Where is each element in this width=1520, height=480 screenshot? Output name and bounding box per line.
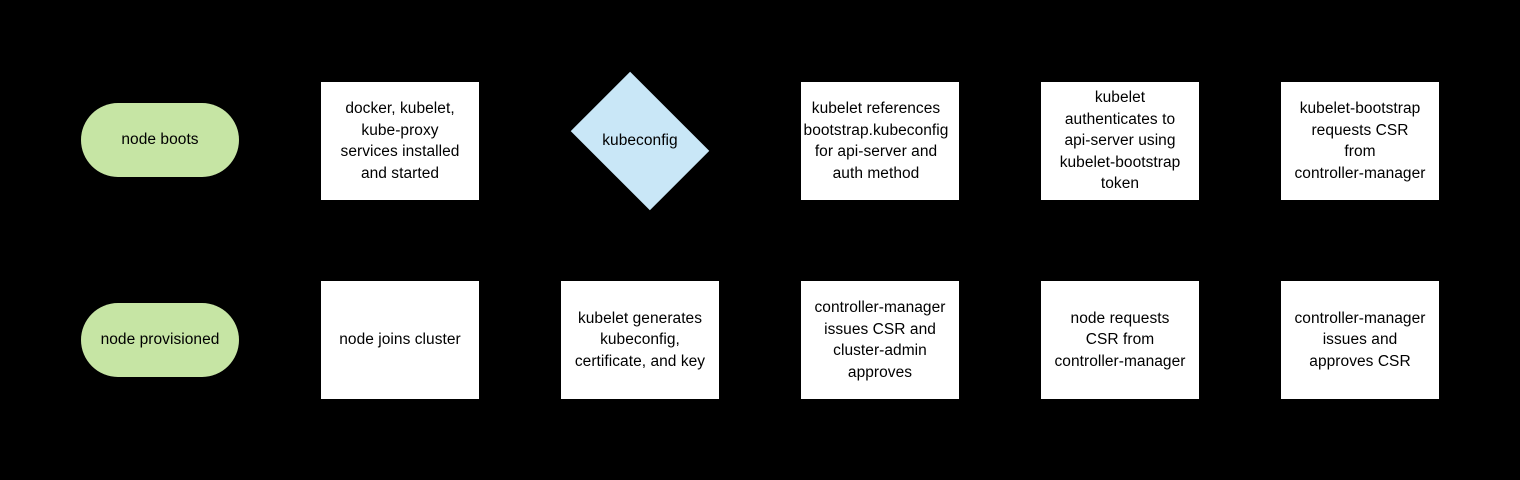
flow-node-cm-issues-csr[interactable]: controller-manager issues CSR and cluste… xyxy=(801,281,959,399)
flow-node-node-joins-cluster[interactable]: node joins cluster xyxy=(321,281,479,399)
flow-node-services-installed[interactable]: docker, kubelet, kube-proxy services ins… xyxy=(321,82,479,200)
flow-node-label: kubelet generates kubeconfig, certificat… xyxy=(574,309,706,370)
flow-node-label: controller-manager issues CSR and cluste… xyxy=(814,299,946,381)
flow-node-label: kubelet authenticates to api-server usin… xyxy=(1059,89,1181,193)
flow-node-label: kubelet-bootstrap requests CSR from cont… xyxy=(1294,100,1426,182)
flow-node-label: docker, kubelet, kube-proxy services ins… xyxy=(340,100,460,182)
flow-node-bootstrap-requests-csr[interactable]: kubelet-bootstrap requests CSR from cont… xyxy=(1281,82,1439,200)
flow-node-kubeconfig[interactable]: kubeconfig xyxy=(561,71,719,210)
flow-node-node-provisioned[interactable]: node provisioned xyxy=(81,303,239,377)
flow-node-node-boots[interactable]: node boots xyxy=(81,103,239,177)
flow-node-label: kubelet references bootstrap.kubeconfig … xyxy=(803,100,949,182)
flow-node-kubelet-references[interactable]: kubelet references bootstrap.kubeconfig … xyxy=(801,82,959,200)
flow-node-kubelet-generates[interactable]: kubelet generates kubeconfig, certificat… xyxy=(561,281,719,399)
flow-node-label: node provisioned xyxy=(100,331,220,349)
flow-node-node-requests-csr[interactable]: node requests CSR from controller-manage… xyxy=(1041,281,1199,399)
flow-node-label: node requests CSR from controller-manage… xyxy=(1054,309,1186,370)
flow-node-label: node boots xyxy=(121,131,199,149)
flow-node-label: node joins cluster xyxy=(339,331,461,349)
flow-node-label: controller-manager issues and approves C… xyxy=(1294,309,1426,370)
flow-node-label: kubeconfig xyxy=(602,131,678,149)
flow-node-kubelet-authenticates[interactable]: kubelet authenticates to api-server usin… xyxy=(1041,82,1199,200)
flow-node-cm-issues-approves[interactable]: controller-manager issues and approves C… xyxy=(1281,281,1439,399)
